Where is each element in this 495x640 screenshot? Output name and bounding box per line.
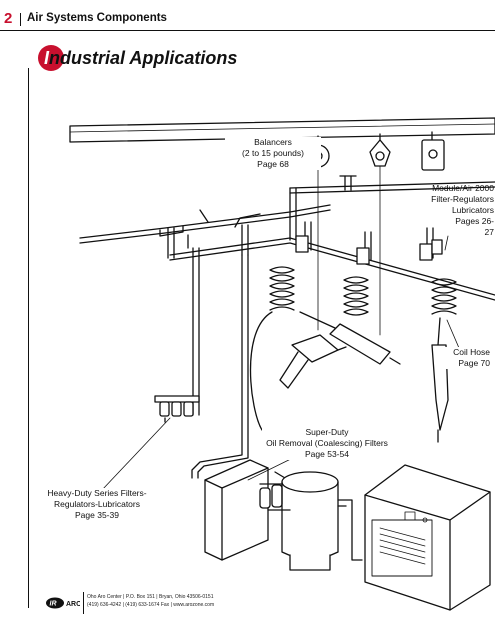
coil-hose-callout: Coil Hose Page 70 xyxy=(440,347,490,369)
module-line-4: Pages 26- xyxy=(455,216,494,226)
svg-text:ARO: ARO xyxy=(66,601,80,608)
ir-aro-logo: IR ARO xyxy=(46,597,80,609)
balancer-3 xyxy=(421,131,445,171)
coil-hose-2 xyxy=(343,276,369,316)
coil-hose-line-2: Page 70 xyxy=(458,358,490,368)
frame-left-rule xyxy=(28,68,29,608)
compressor-cabinet xyxy=(364,464,491,611)
heavy-duty-line-3: Page 35-39 xyxy=(75,510,119,520)
title-rest: ndustrial Applications xyxy=(49,47,238,68)
page-number: 2 xyxy=(4,10,13,27)
title-initial: I xyxy=(44,47,50,68)
frl-units xyxy=(295,235,443,265)
super-duty-callout: Super-Duty Oil Removal (Coalescing) Filt… xyxy=(262,427,392,460)
balancers-line-1: Balancers xyxy=(254,137,292,147)
section-title: Air Systems Components xyxy=(27,12,167,24)
page-title: Industrial Applications xyxy=(38,44,237,72)
pistol-tool xyxy=(279,334,347,389)
footer-contact: Oho Aro Center | P.O. Box 151 | Bryan, O… xyxy=(87,593,214,609)
inline-screwdriver xyxy=(299,311,401,365)
header-rule xyxy=(0,30,495,31)
air-receiver-tank xyxy=(281,471,363,571)
main-air-line xyxy=(79,181,495,301)
super-duty-line-2: Oil Removal (Coalescing) Filters xyxy=(266,438,388,448)
heavy-duty-line-1: Heavy-Duty Series Filters- xyxy=(47,488,147,498)
balancers-callout: Balancers (2 to 15 pounds) Page 68 xyxy=(225,137,321,170)
balancer-2 xyxy=(369,133,391,336)
balancers-line-3: Page 68 xyxy=(257,159,289,169)
left-drop-pipe xyxy=(191,247,249,479)
coil-hose-3 xyxy=(431,278,457,346)
heavy-duty-frl xyxy=(154,395,200,423)
header-separator xyxy=(20,13,21,26)
footer-phone: (419) 636-4242 | (419) 633-1674 Fax | ww… xyxy=(87,602,215,608)
heavy-duty-callout: Heavy-Duty Series Filters- Regulators-Lu… xyxy=(32,488,162,521)
balancers-line-2: (2 to 15 pounds) xyxy=(242,148,304,158)
module-line-1: Module/Air 2000 xyxy=(432,183,494,193)
title-initial-dot xyxy=(38,45,64,71)
super-duty-line-3: Page 53-54 xyxy=(305,449,349,459)
heavy-duty-line-2: Regulators-Lubricators xyxy=(54,499,140,509)
title-text: Industrial Applications xyxy=(38,48,237,69)
receiver-box xyxy=(204,459,269,561)
footer-address: Oho Aro Center | P.O. Box 151 | Bryan, O… xyxy=(87,594,214,600)
module-air-callout: Module/Air 2000 Filter-Regulators Lubric… xyxy=(425,183,494,238)
module-line-2: Filter-Regulators xyxy=(431,194,494,204)
coil-hose-1 xyxy=(249,266,295,431)
footer-separator xyxy=(83,592,84,614)
ceiling-beam xyxy=(69,117,495,143)
coil-hose-line-1: Coil Hose xyxy=(453,347,490,357)
module-line-5: 27 xyxy=(484,227,494,237)
super-duty-line-1: Super-Duty xyxy=(305,427,349,437)
svg-text:IR: IR xyxy=(50,601,57,608)
module-line-3: Lubricators xyxy=(451,205,494,215)
